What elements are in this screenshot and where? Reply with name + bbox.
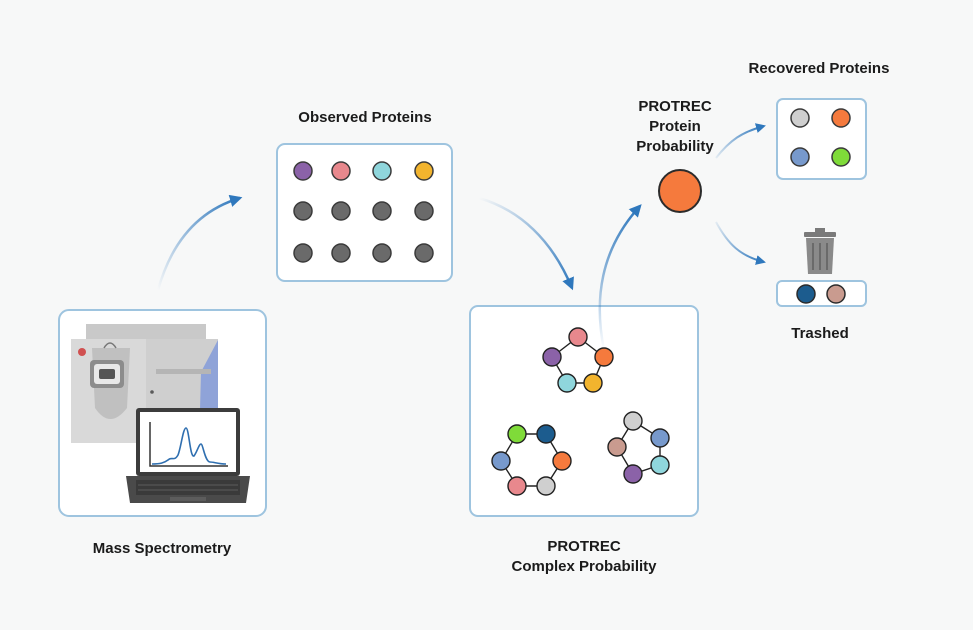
trashed-label: Trashed: [791, 325, 849, 342]
protein-node-gray: [331, 243, 351, 263]
mass-spectrometry-label: Mass Spectrometry: [92, 540, 232, 557]
arrow-complex-to-protein: [598, 204, 642, 351]
spectrum-chart-icon: [149, 422, 228, 467]
protein-node-gray: [414, 201, 434, 221]
recovered-proteins-panel: [776, 98, 867, 180]
laptop-icon: [126, 408, 250, 503]
arrow-protein-to-trash: [715, 221, 766, 265]
recovered-proteins-label: Recovered Proteins: [748, 60, 890, 77]
protein-complex: [491, 424, 572, 496]
arrow-protein-to-recovered: [715, 123, 766, 159]
trashed-proteins-panel: [776, 280, 867, 307]
arrow-ms-to-observed: [156, 194, 243, 291]
protein-node-pink: [331, 161, 351, 181]
protein-node-purple: [293, 161, 313, 181]
complex-probability-label-line1: PROTREC: [547, 538, 621, 555]
protein-node-gray: [293, 201, 313, 221]
protein-node-cyan: [372, 161, 392, 181]
protein-probability-node: [658, 169, 702, 213]
protein-node-yellow: [414, 161, 434, 181]
protein-probability-label-line1: PROTREC: [638, 98, 712, 115]
protein-complex: [542, 327, 614, 393]
protein-probability-label-line2: Protein: [649, 118, 701, 135]
protein-node-gray: [331, 201, 351, 221]
protein-probability-label: PROTREC Protein Probability: [600, 97, 750, 157]
mass-spectrometer-icon: [71, 324, 218, 443]
protein-complex: [607, 411, 670, 484]
complex-probability-label-line2: Complex Probability: [511, 558, 657, 575]
protein-node-gray: [414, 243, 434, 263]
protein-node-gray: [293, 243, 313, 263]
protein-probability-label-line3: Probability: [636, 138, 714, 155]
observed-proteins-label: Observed Proteins: [298, 109, 432, 126]
complex-probability-label: PROTREC Complex Probability: [484, 537, 684, 577]
trash-can-icon: [804, 228, 836, 274]
complex-probability-panel: [469, 305, 699, 517]
protein-node-gray: [372, 201, 392, 221]
observed-proteins-panel: [276, 143, 453, 282]
protein-node-gray: [372, 243, 392, 263]
arrow-observed-to-complex: [478, 196, 574, 291]
mass-spec-panel: [58, 309, 267, 517]
